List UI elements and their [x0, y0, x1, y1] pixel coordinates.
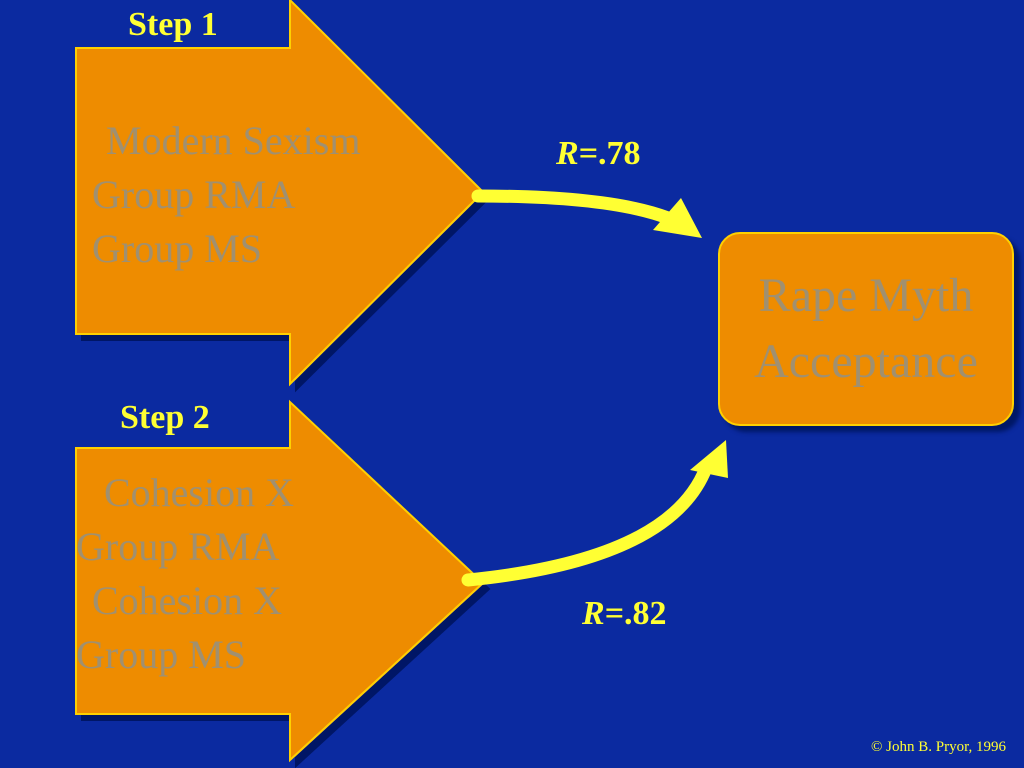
path2-r-symbol: R [582, 595, 605, 632]
step2-line: Group RMA [76, 524, 280, 569]
step2-line: Cohesion X [104, 470, 294, 515]
path1-coefficient: R=.78 [556, 134, 641, 174]
path1-curve [471, 189, 675, 225]
path2-curve [461, 461, 713, 587]
outcome-line: Acceptance [754, 335, 978, 388]
step2-label: Step 2 [120, 399, 210, 436]
step1-label: Step 1 [128, 6, 218, 43]
step1-line: Group RMA [92, 172, 296, 217]
step2-line: Group MS [76, 632, 247, 677]
path1-arrowhead [653, 198, 702, 238]
step2-block-arrow [75, 399, 485, 763]
path2-coefficient: R=.82 [582, 594, 667, 634]
outcome-line: Rape Myth [758, 269, 974, 322]
step2-line: Cohesion X [92, 578, 282, 623]
path2-arrowhead [690, 440, 728, 478]
path1-r-symbol: R [556, 135, 579, 172]
step1-line: Modern Sexism [106, 118, 361, 163]
step1-predictors: Modern Sexism Group RMA Group MS [92, 114, 360, 276]
step1-line: Group MS [92, 226, 263, 271]
step1-block-arrow [75, 0, 485, 387]
path1-r-value: =.78 [578, 135, 641, 172]
path2-r-value: =.82 [604, 595, 667, 632]
step2-predictors: Cohesion X Group RMA Cohesion X Group MS [76, 466, 294, 682]
copyright-notice: © John B. Pryor, 1996 [871, 739, 1006, 755]
outcome-box: Rape Myth Acceptance [718, 232, 1014, 426]
